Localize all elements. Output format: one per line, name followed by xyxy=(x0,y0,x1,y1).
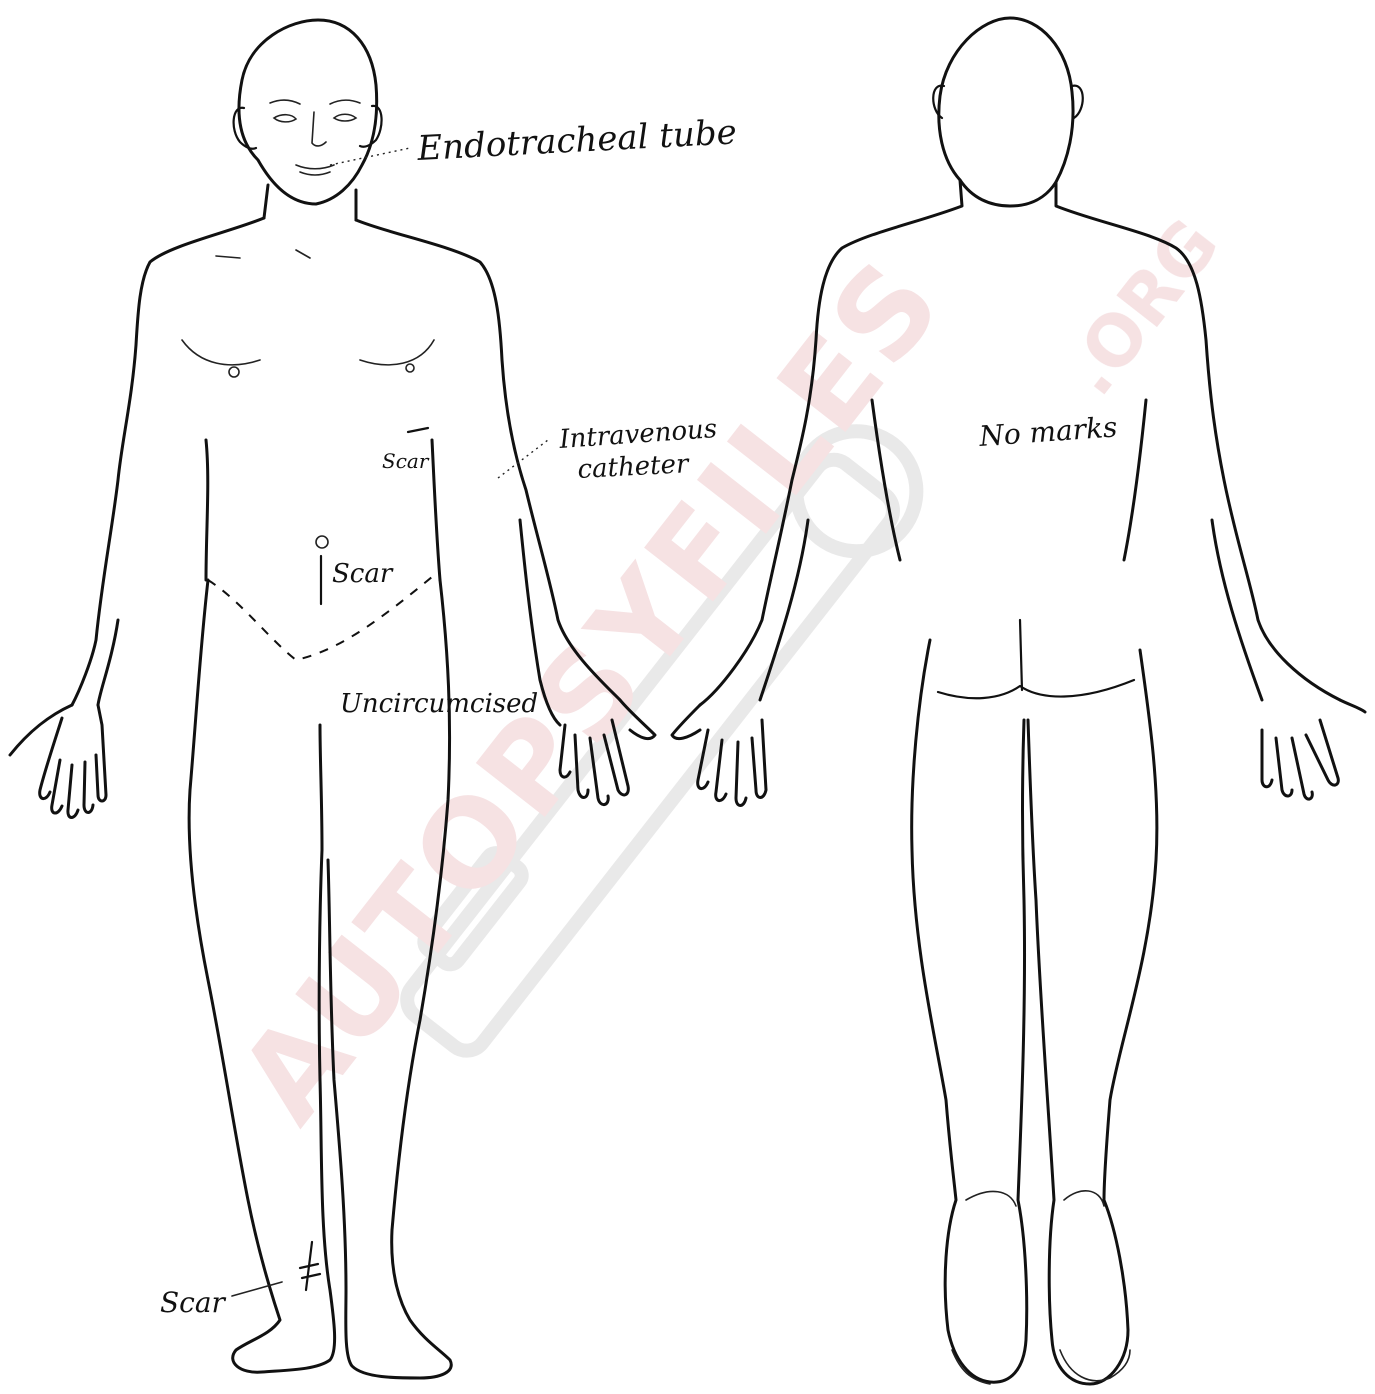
front-ankle-scar-mark xyxy=(300,1242,320,1290)
chest-scar-label: Scar xyxy=(382,449,430,473)
front-chest xyxy=(182,250,434,365)
watermark-text: AUTOPSYFILES xyxy=(213,234,970,1148)
back-head xyxy=(939,18,1073,206)
watermark: AUTOPSYFILES .ORG xyxy=(213,204,1235,1147)
watermark-suffix: .ORG xyxy=(1049,204,1235,410)
endotracheal-label: Endotracheal tube xyxy=(415,112,737,169)
front-eyebrows xyxy=(270,100,360,104)
uncircumcised-label: Uncircumcised xyxy=(340,689,538,719)
front-eyes xyxy=(274,114,356,122)
back-figure xyxy=(672,18,1365,1384)
front-underwear-line xyxy=(208,572,438,660)
iv-leader xyxy=(498,440,548,478)
abdomen-scar-label: Scar xyxy=(332,559,394,589)
front-torso xyxy=(72,218,620,705)
back-buttocks xyxy=(938,620,1134,698)
front-right-nipple xyxy=(406,364,414,372)
front-nose xyxy=(312,112,326,146)
ankle-scar-label: Scar xyxy=(160,1286,227,1319)
ankle-scar-leader xyxy=(232,1282,282,1296)
iv-label-line2: catheter xyxy=(577,449,691,485)
front-left-hand xyxy=(10,705,106,818)
front-chest-scar-mark xyxy=(408,428,428,432)
back-ears xyxy=(933,86,1083,118)
back-right-hand xyxy=(1262,700,1365,799)
back-heels xyxy=(966,1191,1104,1206)
front-navel xyxy=(316,536,328,548)
front-mouth xyxy=(296,165,334,175)
front-left-nipple xyxy=(229,367,239,377)
back-legs xyxy=(912,640,1157,1384)
back-note-label: No marks xyxy=(977,410,1118,453)
front-inner-arms xyxy=(98,440,560,725)
front-head xyxy=(239,20,377,204)
